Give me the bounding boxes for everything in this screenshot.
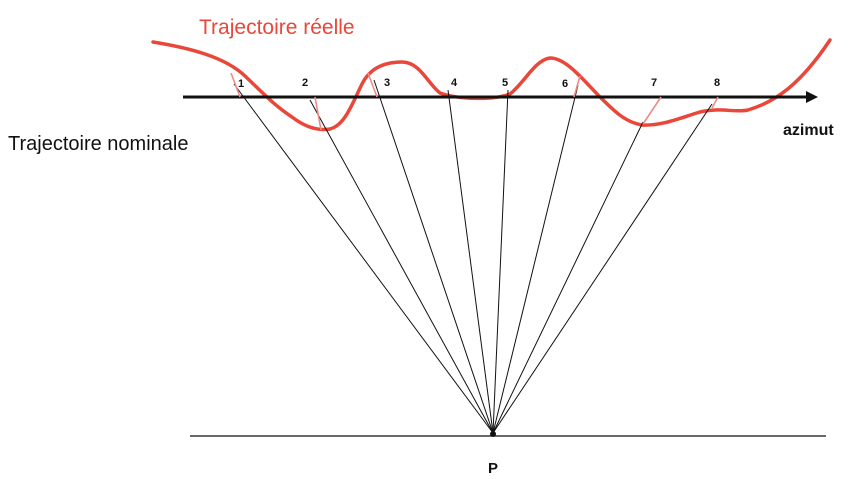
point-p-label: P bbox=[488, 460, 498, 477]
sight-line-5 bbox=[492, 89, 509, 434]
azimuth-axis-label: azimut bbox=[783, 122, 834, 139]
position-label-8: 8 bbox=[714, 77, 720, 89]
nominal-trajectory-label: Trajectoire nominale bbox=[8, 133, 188, 155]
sight-line-7 bbox=[492, 121, 644, 434]
deviation-segment-3 bbox=[367, 72, 378, 98]
sight-line-6 bbox=[492, 84, 579, 434]
sight-line-2 bbox=[309, 99, 494, 434]
deviation-segment-8 bbox=[711, 96, 719, 109]
real-trajectory-label: Trajectoire réelle bbox=[199, 16, 355, 39]
point-p-marker bbox=[490, 431, 496, 437]
position-label-6: 6 bbox=[562, 78, 568, 90]
real-trajectory-curve bbox=[151, 38, 832, 132]
deviation-segment-6 bbox=[573, 75, 581, 98]
sight-line-4 bbox=[447, 89, 494, 434]
deviation-segment-1 bbox=[230, 72, 241, 98]
deviation-segments bbox=[230, 72, 719, 131]
deviation-segment-2 bbox=[314, 96, 322, 131]
position-label-7: 7 bbox=[651, 77, 657, 89]
position-label-1: 1 bbox=[238, 78, 244, 90]
lines-of-sight bbox=[233, 79, 713, 434]
position-label-4: 4 bbox=[451, 77, 458, 89]
position-label-2: 2 bbox=[302, 77, 308, 89]
sight-line-1 bbox=[233, 83, 494, 434]
azimuth-axis-arrowhead bbox=[806, 91, 818, 103]
deviation-segment-7 bbox=[642, 96, 662, 125]
position-labels: 1 2 3 4 5 6 7 8 bbox=[238, 77, 720, 90]
sight-line-3 bbox=[373, 79, 494, 434]
position-label-5: 5 bbox=[502, 77, 508, 89]
position-label-3: 3 bbox=[384, 77, 390, 89]
sight-line-8 bbox=[492, 103, 713, 434]
